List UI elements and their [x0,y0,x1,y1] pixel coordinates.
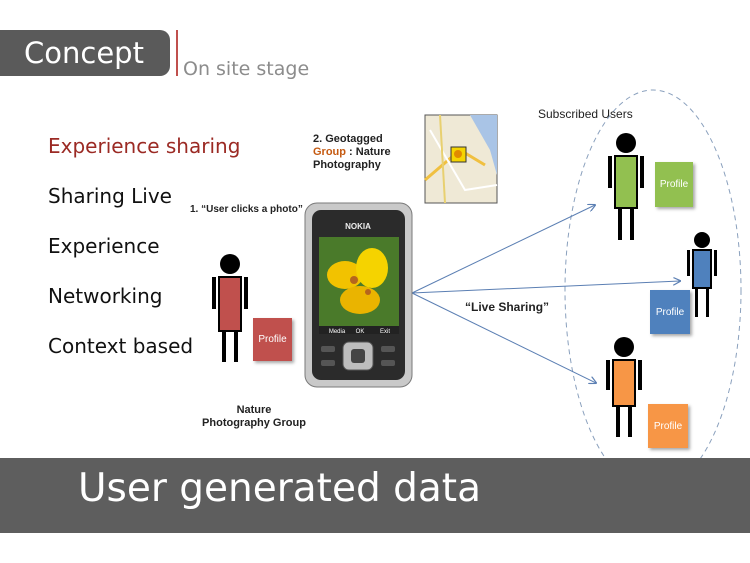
softkey-exit: Exit [380,329,390,335]
menu-item-experience: Experience [48,234,160,258]
subscriber-person-icon-green [608,133,644,240]
group-word: Group [313,146,346,158]
menu-item-experience-sharing: Experience sharing [48,134,241,158]
profile-card-green: Profile [655,162,693,207]
profile-card-sender: Profile [253,318,292,361]
phone-brand: NOKIA [345,222,371,231]
map-thumbnail [424,114,498,204]
tab-divider [176,30,178,76]
geotag-caption-line3: Photography [313,159,381,171]
geotag-caption: 2. Geotagged Group : Nature Photography [313,133,391,172]
arrow-to-user-2 [411,281,680,294]
click-photo-caption: 1. “User clicks a photo” [190,204,303,215]
subscriber-person-icon-blue [687,232,717,317]
phone-illustration: NOKIA Media OK Exit [304,202,413,388]
menu-item-networking: Networking [48,284,163,308]
geotag-caption-line2: Group : Nature [313,146,391,159]
concept-tab: Concept 2 [0,30,170,116]
menu-item-sharing-live: Sharing Live [48,184,172,208]
phone-screen [319,237,399,332]
sender-person-icon [212,254,248,362]
group-caption-line1: Nature [236,404,272,416]
group-name: : Nature [346,146,391,158]
arrow-to-user-1 [411,205,595,294]
subtitle: On site stage [183,58,310,80]
arrow-to-user-3 [411,292,596,383]
live-sharing-label: “Live Sharing” [465,300,550,314]
group-caption: Nature Photography Group [202,404,306,430]
footer-headline: User generated data [78,466,481,511]
softkey-ok: OK [356,329,365,335]
subscriber-person-icon-orange [606,337,642,437]
group-caption-line2: Photography Group [202,417,306,429]
geotag-caption-line1: 2. Geotagged [313,133,383,145]
profile-card-blue: Profile [650,290,690,334]
subscribed-users-label: Subscribed Users [538,107,633,121]
profile-card-orange: Profile [648,404,688,448]
menu-item-context-based: Context based [48,334,194,358]
footer-band [0,458,750,533]
softkey-media: Media [329,329,346,335]
